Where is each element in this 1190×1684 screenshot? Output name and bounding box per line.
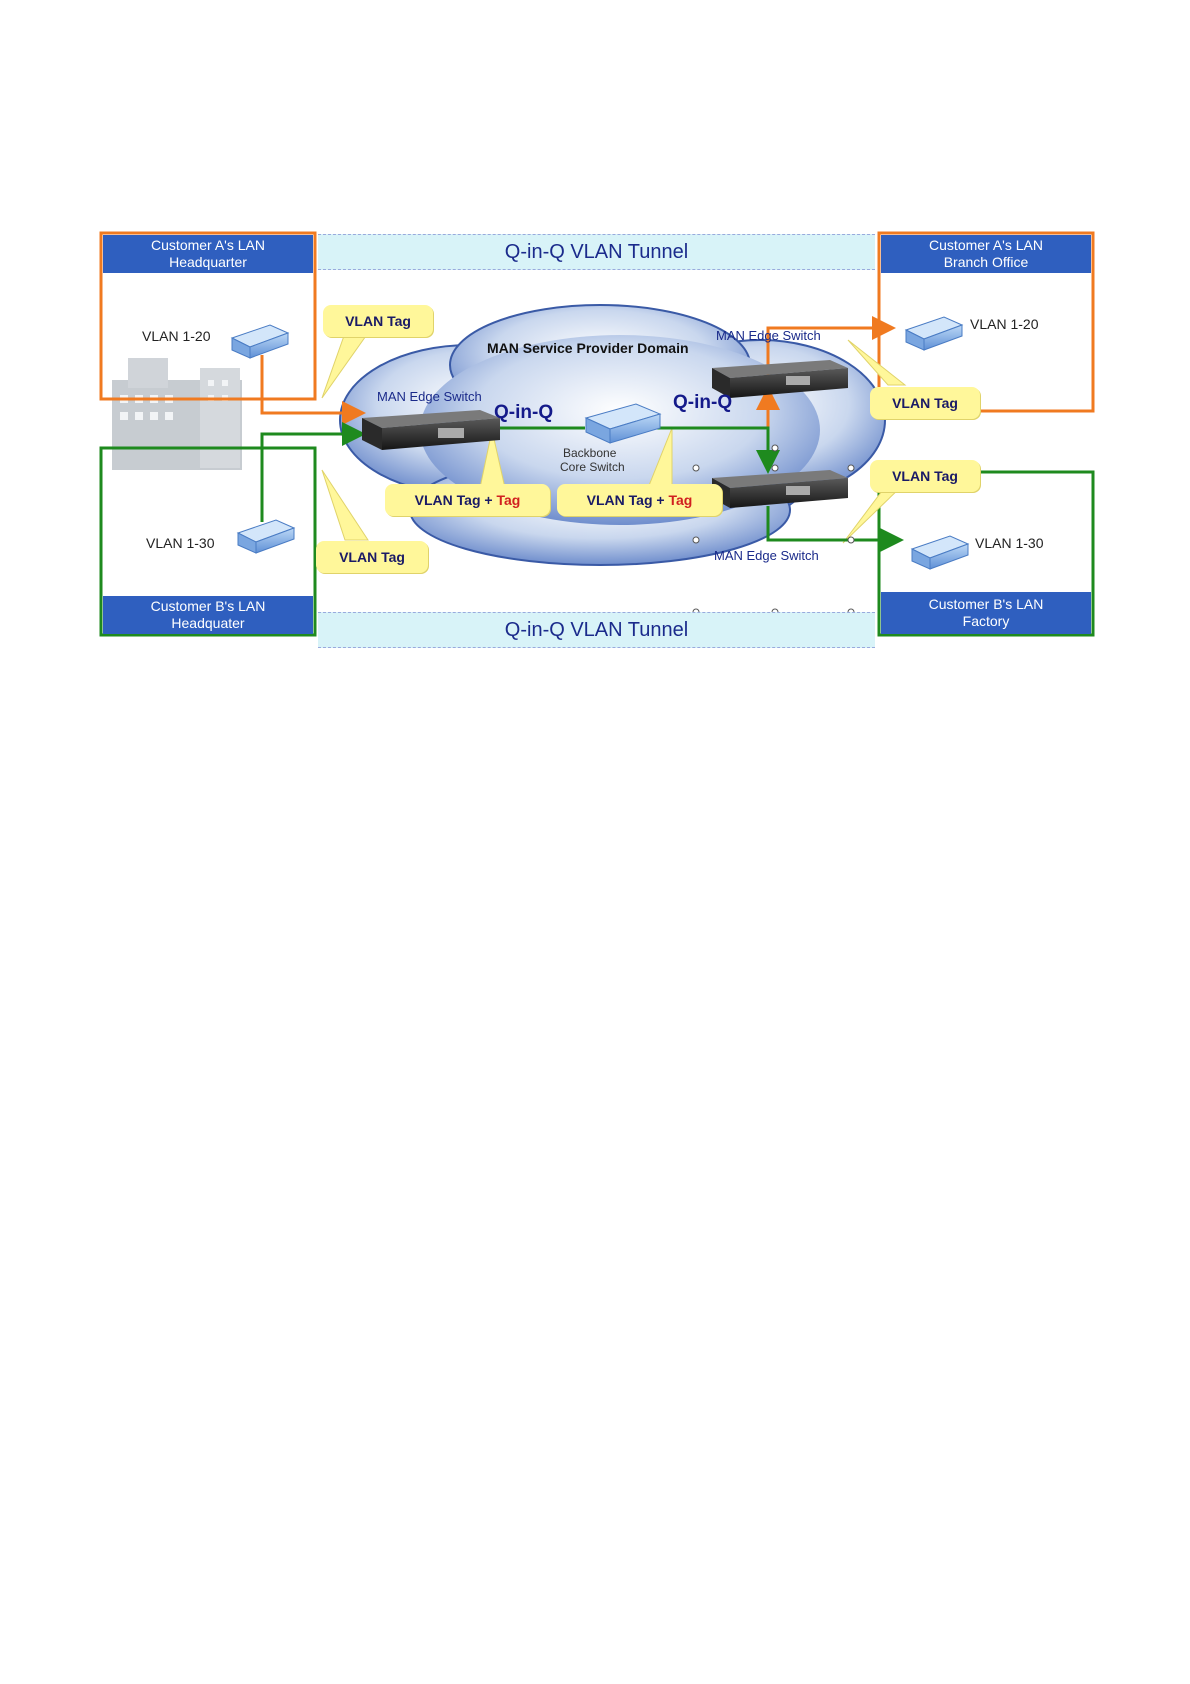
lan-b-factory-vlan: VLAN 1-30 bbox=[975, 535, 1044, 551]
edge-switch-bottom-right-label: MAN Edge Switch bbox=[714, 548, 819, 563]
bubble-text: VLAN Tag bbox=[892, 468, 958, 484]
lan-a-branch-header-line2: Branch Office bbox=[943, 254, 1029, 270]
bubble-text: VLAN Tag bbox=[414, 492, 481, 508]
tunnel-top-band: Q-in-Q VLAN Tunnel bbox=[318, 234, 875, 270]
lan-a-branch-switch-icon bbox=[904, 316, 964, 351]
lan-a-branch-header: Customer A's LAN Branch Office bbox=[881, 235, 1091, 273]
lan-b-factory-header-line2: Factory bbox=[962, 613, 1010, 629]
lan-b-hq-header-line1: Customer B's LAN bbox=[150, 598, 266, 614]
backbone-label-line2: Core Switch bbox=[560, 460, 625, 474]
edge-switch-top-right-label: MAN Edge Switch bbox=[716, 328, 821, 343]
lan-b-hq-border bbox=[99, 446, 317, 637]
lan-b-factory-header-line1: Customer B's LAN bbox=[928, 596, 1044, 612]
lan-a-hq-vlan: VLAN 1-20 bbox=[142, 328, 211, 344]
tunnel-bottom-band: Q-in-Q VLAN Tunnel bbox=[318, 612, 875, 648]
tunnel-top-label: Q-in-Q VLAN Tunnel bbox=[504, 240, 689, 263]
bubble-plus: + bbox=[480, 492, 497, 508]
edge-switch-top-right-icon bbox=[712, 360, 848, 398]
lan-b-hq-header-line2: Headquater bbox=[171, 615, 245, 631]
bubble-pointers bbox=[321, 332, 907, 544]
bubble-vlan-tag-top-left: VLAN Tag bbox=[323, 305, 433, 337]
bubble-vlan-tag-top-right: VLAN Tag bbox=[870, 387, 980, 419]
bubble-plus: + bbox=[652, 492, 669, 508]
lan-b-factory-border bbox=[877, 470, 1095, 637]
bubble-vlan-tag-bottom-left: VLAN Tag bbox=[316, 541, 428, 573]
bubble-tag: Tag bbox=[496, 492, 521, 508]
lan-a-hq-border bbox=[99, 231, 317, 401]
lan-a-hq-header: Customer A's LAN Headquarter bbox=[103, 235, 313, 273]
bubble-text: VLAN Tag bbox=[586, 492, 653, 508]
bubble-text: VLAN Tag bbox=[339, 549, 405, 565]
bubble-vlan-tag-plus-tag-left: VLAN Tag + Tag bbox=[385, 484, 550, 516]
qinq-label-right: Q-in-Q bbox=[673, 392, 733, 413]
edge-switch-left-label: MAN Edge Switch bbox=[377, 389, 482, 404]
lan-a-hq-header-line2: Headquarter bbox=[169, 254, 247, 270]
cloud-title: MAN Service Provider Domain bbox=[487, 340, 689, 356]
lan-a-hq-header-line1: Customer A's LAN bbox=[151, 237, 265, 253]
edge-switch-bottom-right-icon bbox=[712, 470, 848, 508]
lan-b-hq-header: Customer B's LAN Headquater bbox=[103, 596, 313, 634]
tunnel-bottom-label: Q-in-Q VLAN Tunnel bbox=[504, 618, 689, 641]
edge-switch-left-icon bbox=[362, 410, 500, 450]
bubble-text: VLAN Tag bbox=[345, 313, 411, 329]
bubble-tag: Tag bbox=[668, 492, 693, 508]
customer-b-path bbox=[260, 422, 904, 552]
lan-b-factory-header: Customer B's LAN Factory bbox=[881, 592, 1091, 634]
bubble-vlan-tag-plus-tag-right: VLAN Tag + Tag bbox=[557, 484, 722, 516]
lan-b-factory-switch-icon bbox=[910, 535, 970, 570]
backbone-label-line1: Backbone bbox=[563, 446, 617, 460]
lan-a-branch-vlan: VLAN 1-20 bbox=[970, 316, 1039, 332]
lan-a-branch-header-line1: Customer A's LAN bbox=[929, 237, 1043, 253]
lan-a-hq-switch-icon bbox=[230, 324, 290, 359]
lan-b-hq-switch-icon bbox=[236, 519, 296, 554]
bubble-vlan-tag-bottom-right: VLAN Tag bbox=[870, 460, 980, 492]
qinq-label-left: Q-in-Q bbox=[494, 402, 554, 423]
lan-b-hq-vlan: VLAN 1-30 bbox=[146, 535, 215, 551]
bubble-text: VLAN Tag bbox=[892, 395, 958, 411]
backbone-switch-icon bbox=[584, 403, 662, 444]
building-icon bbox=[112, 358, 242, 470]
